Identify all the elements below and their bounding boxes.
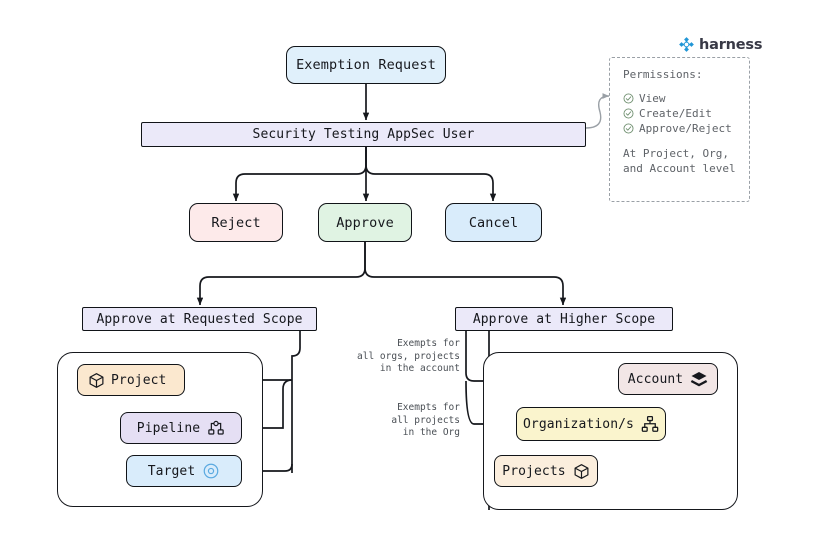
check-circle-icon [623,108,634,119]
permissions-footer-line2: and Account level [623,162,736,175]
node-cancel[interactable]: Cancel [445,203,542,242]
node-exemption-request[interactable]: Exemption Request [286,46,446,84]
node-approve[interactable]: Approve [318,203,412,242]
annotation-exempts-org: Exempts for all projects in the Org [391,402,460,438]
check-circle-icon [623,123,634,134]
pipeline-nodes-icon [208,420,224,435]
permissions-title: Permissions: [623,68,703,81]
node-label: Approve at Higher Scope [472,311,656,327]
node-account[interactable]: Account [618,363,718,395]
node-target[interactable]: Target [126,455,242,487]
harness-clover-icon [679,37,694,52]
node-label: Organization/s [523,416,634,432]
node-label: Reject [211,214,261,231]
node-organizations[interactable]: Organization/s [516,407,666,441]
node-label: Account [627,371,684,387]
node-label: Pipeline [136,420,201,436]
node-label: Target [147,463,196,479]
cube-icon [574,463,589,479]
node-label: Projects [502,463,566,479]
permission-item-view: View [623,91,749,106]
node-label: Project [111,372,167,388]
node-projects[interactable]: Projects [494,455,598,487]
harness-logo: harness [678,36,762,53]
layers-icon [691,371,708,387]
node-approve-at-higher-scope[interactable]: Approve at Higher Scope [455,307,673,331]
permission-item-approve-reject: Approve/Reject [623,121,749,136]
permission-label: Approve/Reject [639,122,732,135]
node-approve-at-requested-scope[interactable]: Approve at Requested Scope [82,307,317,331]
node-pipeline[interactable]: Pipeline [120,412,242,444]
node-label: Approve at Requested Scope [96,311,303,327]
node-reject[interactable]: Reject [189,203,283,242]
permission-label: Create/Edit [639,107,712,120]
permission-item-create-edit: Create/Edit [623,106,749,121]
org-chart-icon [641,416,659,432]
permission-label: View [639,92,666,105]
cube-icon [89,372,104,388]
annotation-exempts-account: Exempts for all orgs, projects in the ac… [357,338,460,374]
permissions-panel: Permissions: View Create/Edit Approve/Re… [609,57,750,202]
target-circle-icon [203,463,219,479]
permissions-footer: At Project, Org, and Account level [623,146,749,176]
node-project[interactable]: Project [77,364,185,396]
node-label: Security Testing AppSec User [252,127,475,142]
node-label: Approve [336,214,394,231]
brand-name: harness [699,36,763,53]
permissions-footer-line1: At Project, Org, [623,147,729,160]
check-circle-icon [623,93,634,104]
node-security-testing-appsec-user[interactable]: Security Testing AppSec User [141,122,586,147]
node-label: Cancel [468,214,519,231]
node-label: Exemption Request [296,57,436,73]
